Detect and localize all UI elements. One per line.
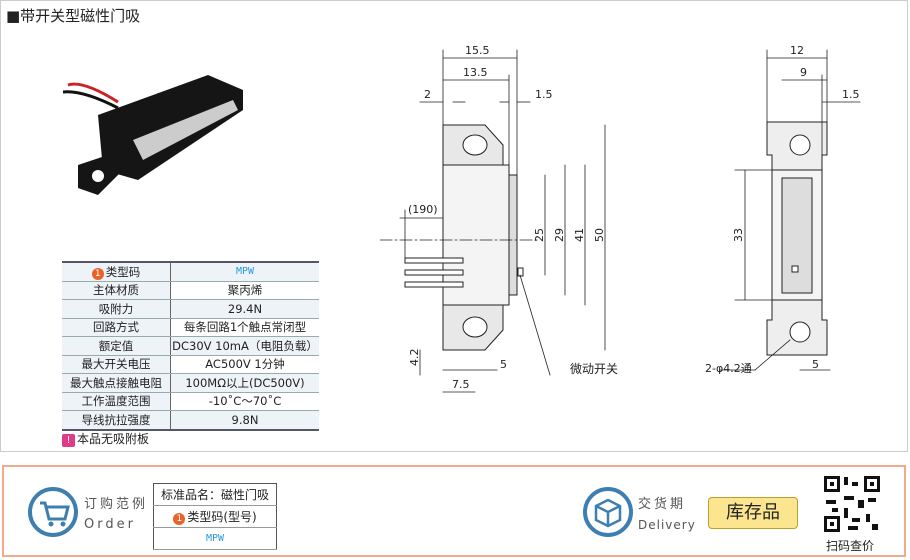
content-frame — [0, 0, 908, 452]
table-row: 主体材质聚丙烯 — [62, 280, 319, 300]
dim-1-5: 1.5 — [535, 88, 553, 101]
dim-33: 33 — [732, 228, 745, 242]
dim-41: 41 — [573, 228, 586, 242]
dim-7-5: 7.5 — [452, 378, 470, 391]
type-code-value: MPW — [153, 527, 277, 550]
badge-1: 1 — [91, 267, 104, 280]
dimension-lines — [380, 49, 606, 393]
dim-2: 2 — [424, 88, 431, 101]
delivery-badge: 库存品 — [708, 497, 798, 529]
cart-icon — [28, 487, 78, 537]
dim-5: 5 — [500, 358, 507, 371]
dim-190: (190) — [408, 203, 438, 216]
table-row: 工作温度范围-10˚C～70˚C — [62, 391, 319, 411]
side-view — [766, 121, 828, 356]
technical-drawing: 15.5 13.5 2 1.5 (190) 25 29 41 50 4.2 5 … — [380, 44, 861, 393]
label-holes: 2-φ4.2通 — [705, 362, 752, 375]
dim-25: 25 — [533, 228, 546, 242]
box-icon — [583, 487, 633, 537]
order-info-panel — [2, 465, 906, 557]
note: !本品无吸附板 — [62, 430, 149, 447]
dim-29: 29 — [553, 228, 566, 242]
dim-12: 12 — [790, 44, 804, 57]
dim-side-1-5: 1.5 — [842, 88, 860, 101]
dim-13-5: 13.5 — [463, 66, 488, 79]
front-view — [404, 124, 524, 351]
qr-code[interactable] — [822, 474, 882, 534]
dim-9: 9 — [800, 66, 807, 79]
product-photo — [62, 75, 243, 195]
label-micro-switch: 微动开关 — [570, 362, 618, 376]
qr-caption: 扫码查价 — [826, 539, 875, 553]
dim-15-5: 15.5 — [465, 44, 490, 57]
dim-side-5: 5 — [812, 358, 819, 371]
standard-name: 标准品名：磁性门吸 — [153, 483, 277, 506]
dim-50: 50 — [593, 228, 606, 242]
dim-4-2: 4.2 — [408, 349, 421, 367]
warning-icon: ! — [62, 434, 75, 447]
table-row: 回路方式每条回路1个触点常闭型 — [62, 317, 319, 337]
page-title: ■带开关型磁性门吸 — [6, 7, 141, 25]
